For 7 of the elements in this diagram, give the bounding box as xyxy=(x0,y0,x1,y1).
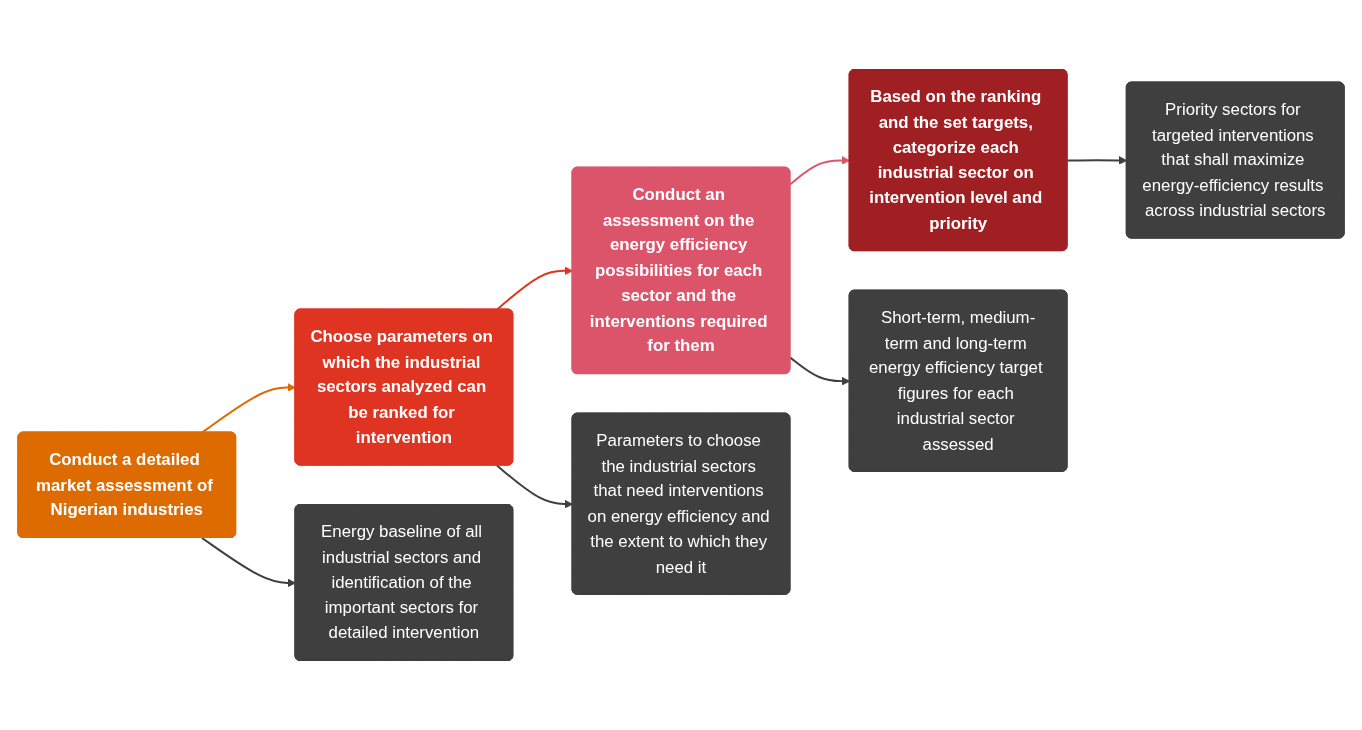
arrow xyxy=(1066,156,1128,165)
arrow xyxy=(495,266,574,311)
arrow xyxy=(495,464,574,509)
arrow xyxy=(201,537,296,588)
arrow xyxy=(789,356,851,386)
arrow xyxy=(201,383,296,434)
arrow xyxy=(789,156,851,186)
